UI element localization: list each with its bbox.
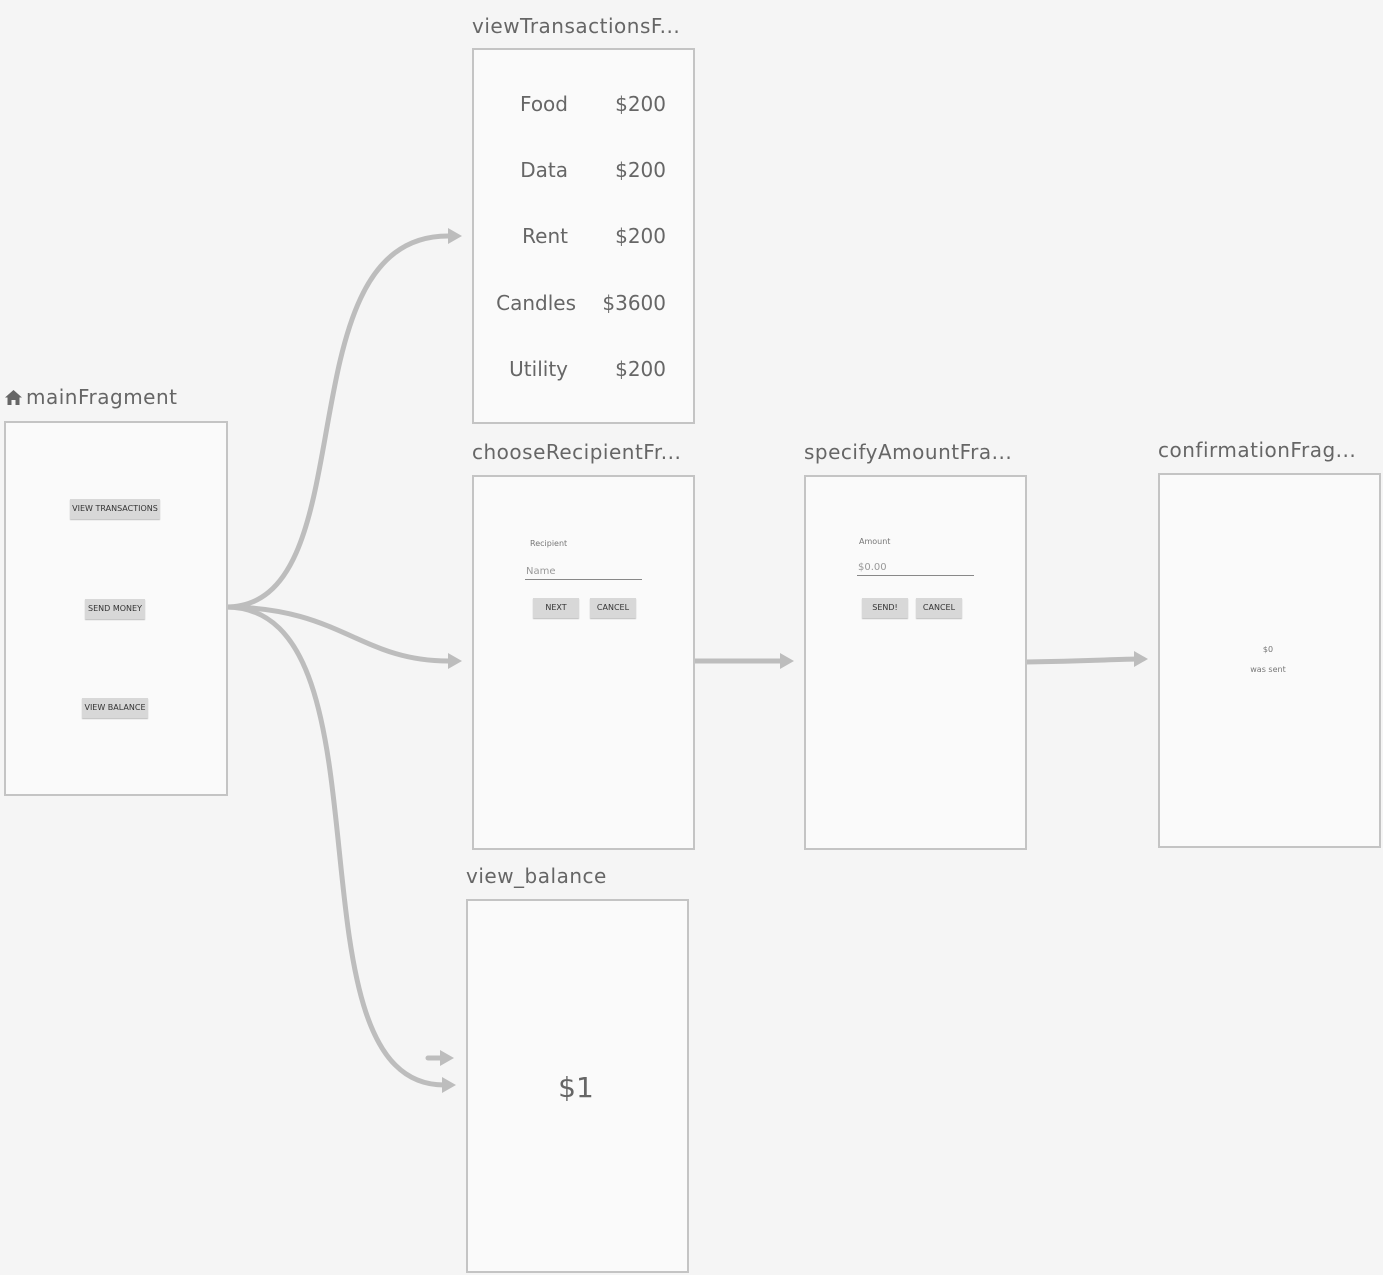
confirmation-title: confirmationFrag... [1158, 438, 1357, 462]
transaction-amount: $200 [615, 92, 666, 116]
specify-amount-frame[interactable]: Amount $0.00 SEND! CANCEL [804, 475, 1027, 850]
transaction-row: Utility $200 [474, 357, 690, 387]
transaction-label: Candles [496, 291, 576, 315]
next-button[interactable]: NEXT [533, 598, 579, 618]
choose-recipient-frame[interactable]: Recipient Name NEXT CANCEL [472, 475, 695, 850]
transaction-amount: $200 [615, 357, 666, 381]
transaction-amount: $3600 [602, 291, 666, 315]
cancel-button[interactable]: CANCEL [590, 598, 636, 618]
action-main-to-transactions [223, 233, 451, 610]
transaction-row: Candles $3600 [474, 291, 690, 321]
recipient-name-input[interactable]: Name [525, 565, 642, 580]
arrowhead-recipient [448, 653, 462, 669]
action-main-to-recipient [223, 604, 451, 664]
main-fragment-title-text: mainFragment [26, 385, 178, 409]
confirmation-frame[interactable]: $0 was sent [1158, 473, 1381, 848]
transaction-row: Food $200 [474, 92, 690, 122]
view-balance-frame[interactable]: $1 [466, 899, 689, 1273]
arrowhead-balance [442, 1077, 456, 1093]
home-icon [5, 390, 22, 405]
balance-value: $1 [558, 1071, 594, 1104]
arrowhead-amount [780, 653, 794, 669]
transaction-row: Data $200 [474, 158, 690, 188]
view-balance-title: view_balance [466, 864, 607, 888]
main-fragment-frame[interactable]: VIEW TRANSACTIONS SEND MONEY VIEW BALANC… [4, 421, 228, 796]
transaction-label: Utility [509, 357, 568, 381]
transaction-label: Food [520, 92, 568, 116]
send-button[interactable]: SEND! [862, 598, 908, 618]
transaction-row: Rent $200 [474, 224, 690, 254]
sent-amount-text: $0 [1262, 645, 1274, 654]
specify-amount-title: specifyAmountFra... [804, 440, 1013, 464]
amount-input[interactable]: $0.00 [857, 561, 974, 576]
transaction-label: Data [520, 158, 568, 182]
arrowhead-balance-stub [440, 1050, 454, 1066]
action-main-to-balance [223, 604, 447, 1088]
amount-label: Amount [859, 537, 891, 546]
view-transactions-button[interactable]: VIEW TRANSACTIONS [70, 499, 160, 519]
arrowhead-transactions [448, 228, 462, 244]
main-fragment-title: mainFragment [4, 385, 178, 409]
view-transactions-title: viewTransactionsF... [472, 14, 681, 38]
view-transactions-frame[interactable]: Food $200 Data $200 Rent $200 Candles $3… [472, 48, 695, 424]
send-money-button[interactable]: SEND MONEY [85, 599, 145, 619]
choose-recipient-title: chooseRecipientFr... [472, 440, 682, 464]
view-balance-button[interactable]: VIEW BALANCE [82, 698, 148, 718]
transaction-amount: $200 [615, 224, 666, 248]
was-sent-text: was sent [1250, 665, 1286, 674]
transaction-label: Rent [522, 224, 568, 248]
transaction-amount: $200 [615, 158, 666, 182]
recipient-label: Recipient [530, 539, 568, 548]
cancel-button[interactable]: CANCEL [916, 598, 962, 618]
arrowhead-confirmation [1134, 651, 1148, 667]
action-amount-to-confirmation [1023, 656, 1139, 665]
